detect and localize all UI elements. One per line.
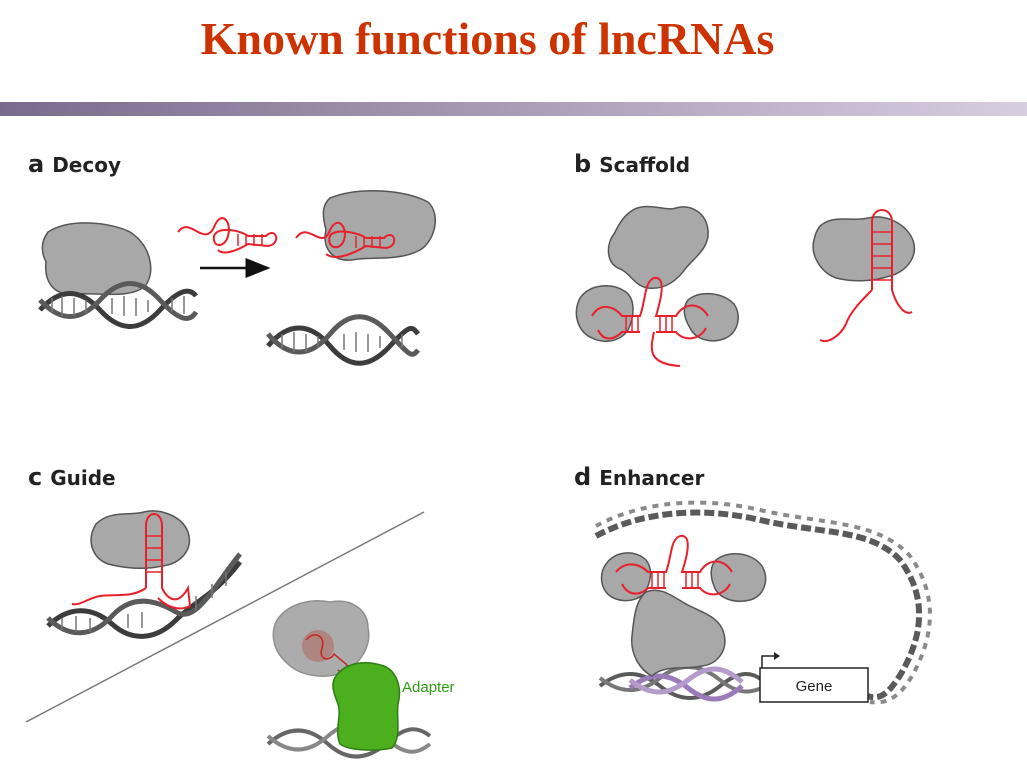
panel-d-label: d Enhancer	[574, 463, 704, 491]
rna-cluster	[302, 630, 334, 662]
panel-d-title: Enhancer	[599, 466, 705, 490]
panel-b-scaffold	[575, 205, 915, 367]
protein-blob	[41, 222, 152, 296]
protein-blob	[575, 285, 634, 343]
gene-box	[759, 667, 869, 703]
dna-loop	[594, 500, 932, 705]
dna-helix	[46, 552, 242, 639]
dna-helix	[266, 314, 420, 366]
slide-title: Known functions of lncRNAs	[200, 13, 775, 64]
lncrna-strand	[591, 276, 709, 367]
lncrna-strand	[615, 534, 733, 596]
panel-c-label: c Guide	[28, 463, 116, 491]
panel-c-title: Guide	[50, 466, 116, 490]
panel-a-title: Decoy	[52, 153, 122, 177]
panel-d-enhancer: Gene	[594, 500, 932, 705]
panel-a-label: a Decoy	[28, 150, 121, 178]
protein-blob	[90, 510, 191, 569]
enhancer-dna-region	[628, 666, 744, 702]
protein-blob	[631, 589, 726, 677]
protein-blob	[683, 292, 739, 342]
lncrna-strand	[819, 209, 913, 342]
lncrna-strand	[177, 217, 278, 254]
protein-blob	[600, 552, 652, 602]
dna-helix	[38, 281, 199, 329]
adapter-protein	[332, 662, 401, 751]
panel-b-label: b Scaffold	[574, 150, 690, 178]
protein-blob	[607, 205, 709, 290]
protein-blob	[322, 190, 437, 261]
panel-d-letter: d	[574, 463, 592, 491]
lncrna-strand	[295, 221, 396, 258]
protein-blob	[812, 216, 915, 282]
panel-a-decoy	[38, 190, 437, 366]
promoter-arrow	[761, 655, 776, 668]
panel-b-title: Scaffold	[599, 153, 691, 177]
lncrna-strand	[71, 513, 192, 610]
panel-b-letter: b	[574, 150, 592, 178]
adapter-label: Adapter	[402, 679, 455, 696]
title-divider-bar	[0, 102, 1027, 116]
gene-label: Gene	[796, 678, 833, 695]
panel-a-letter: a	[28, 150, 45, 178]
divider-line	[25, 511, 425, 723]
panel-c-guide: Adapter	[25, 510, 455, 759]
panel-c-letter: c	[28, 463, 43, 491]
